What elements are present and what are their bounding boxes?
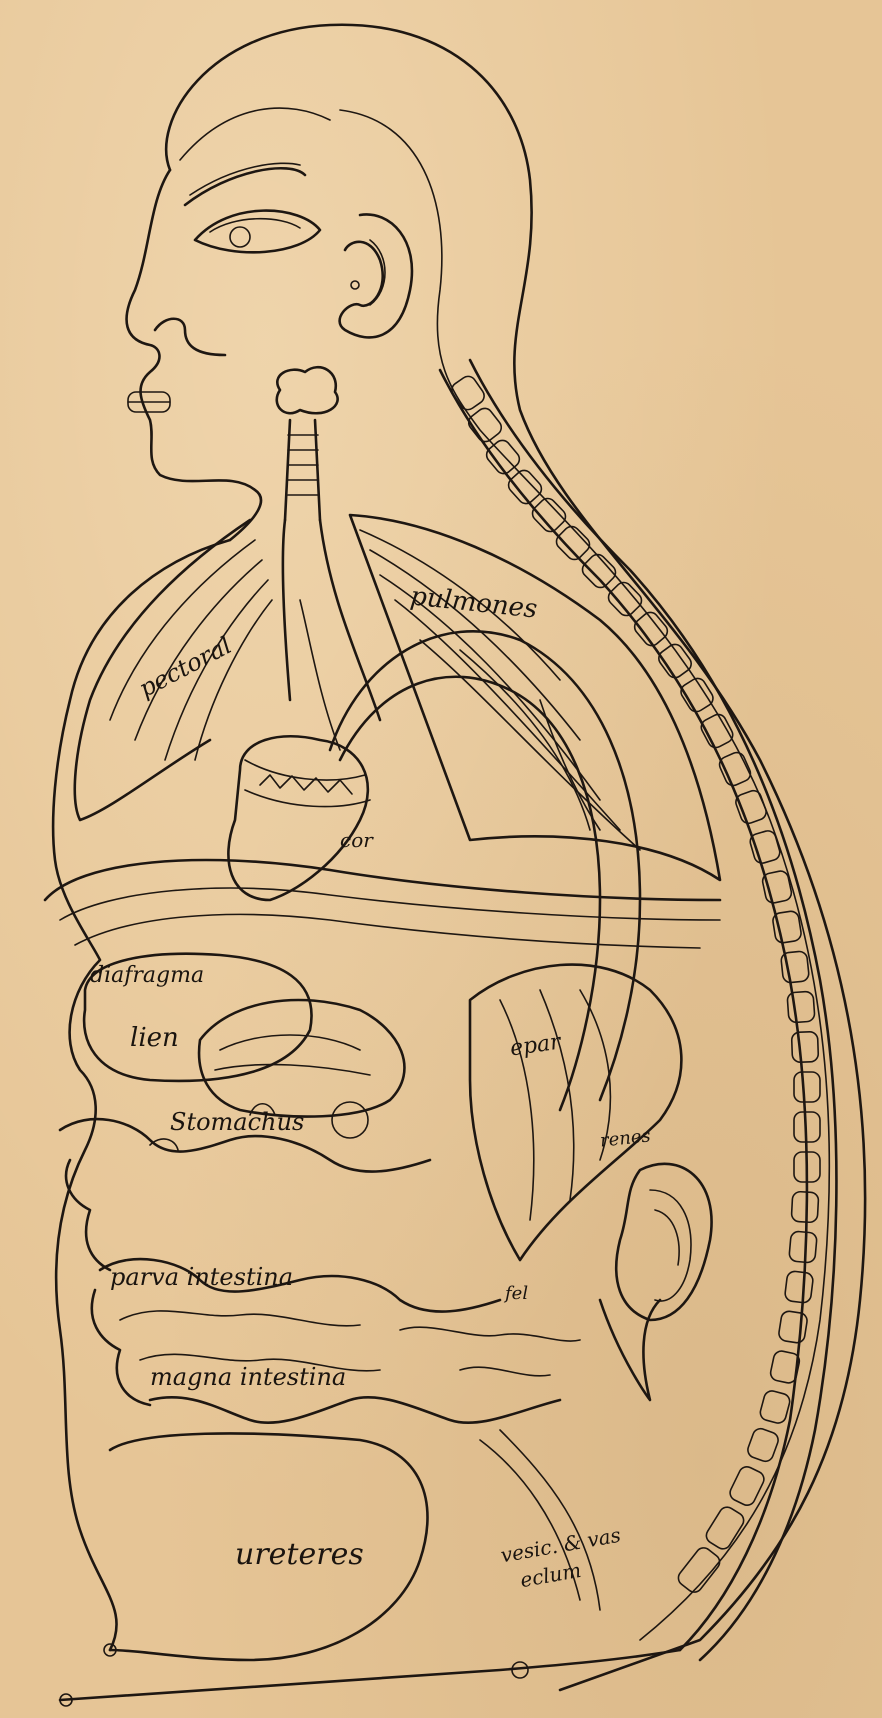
back-inner-line — [340, 110, 829, 1640]
label-ureteres: ureteres — [235, 1540, 364, 1570]
label-renes: renes — [599, 1127, 651, 1150]
diaphragm-inner-2 — [75, 914, 700, 948]
epar-line-2 — [540, 990, 574, 1200]
stomach-fold-2 — [215, 1065, 370, 1075]
aorta-arch — [330, 631, 640, 1100]
label-lien: lien — [130, 1025, 179, 1051]
epar — [470, 965, 681, 1260]
spine — [440, 360, 836, 1660]
eye-outline — [195, 211, 320, 253]
forehead-line — [180, 108, 330, 160]
larynx — [277, 367, 338, 413]
label-cor: cor — [340, 830, 373, 850]
label-diafragma: diafragma — [90, 965, 204, 987]
vessel-branch — [300, 600, 340, 750]
face-profile — [127, 170, 261, 540]
label-stomachus: Stomachus — [170, 1110, 304, 1134]
lungs — [350, 515, 720, 880]
ear — [340, 214, 412, 337]
ear-canal — [351, 281, 359, 289]
esophagus — [283, 520, 380, 720]
label-fel: fel — [505, 1285, 528, 1303]
stomach-fold — [220, 1035, 360, 1050]
vessel-descending — [600, 1300, 660, 1400]
nostril — [155, 319, 225, 355]
label-parva-intestina: parva intestina — [110, 1265, 293, 1289]
lower-vessel — [60, 1650, 680, 1700]
chest-outline — [53, 540, 230, 1650]
eye-pupil — [230, 227, 250, 247]
label-magna-intestina: magna intestina — [150, 1365, 346, 1389]
diaphragm-inner — [60, 888, 720, 920]
trachea-rings — [288, 435, 318, 495]
heart — [228, 736, 370, 900]
stomach — [199, 1000, 404, 1117]
renes — [616, 1164, 711, 1320]
